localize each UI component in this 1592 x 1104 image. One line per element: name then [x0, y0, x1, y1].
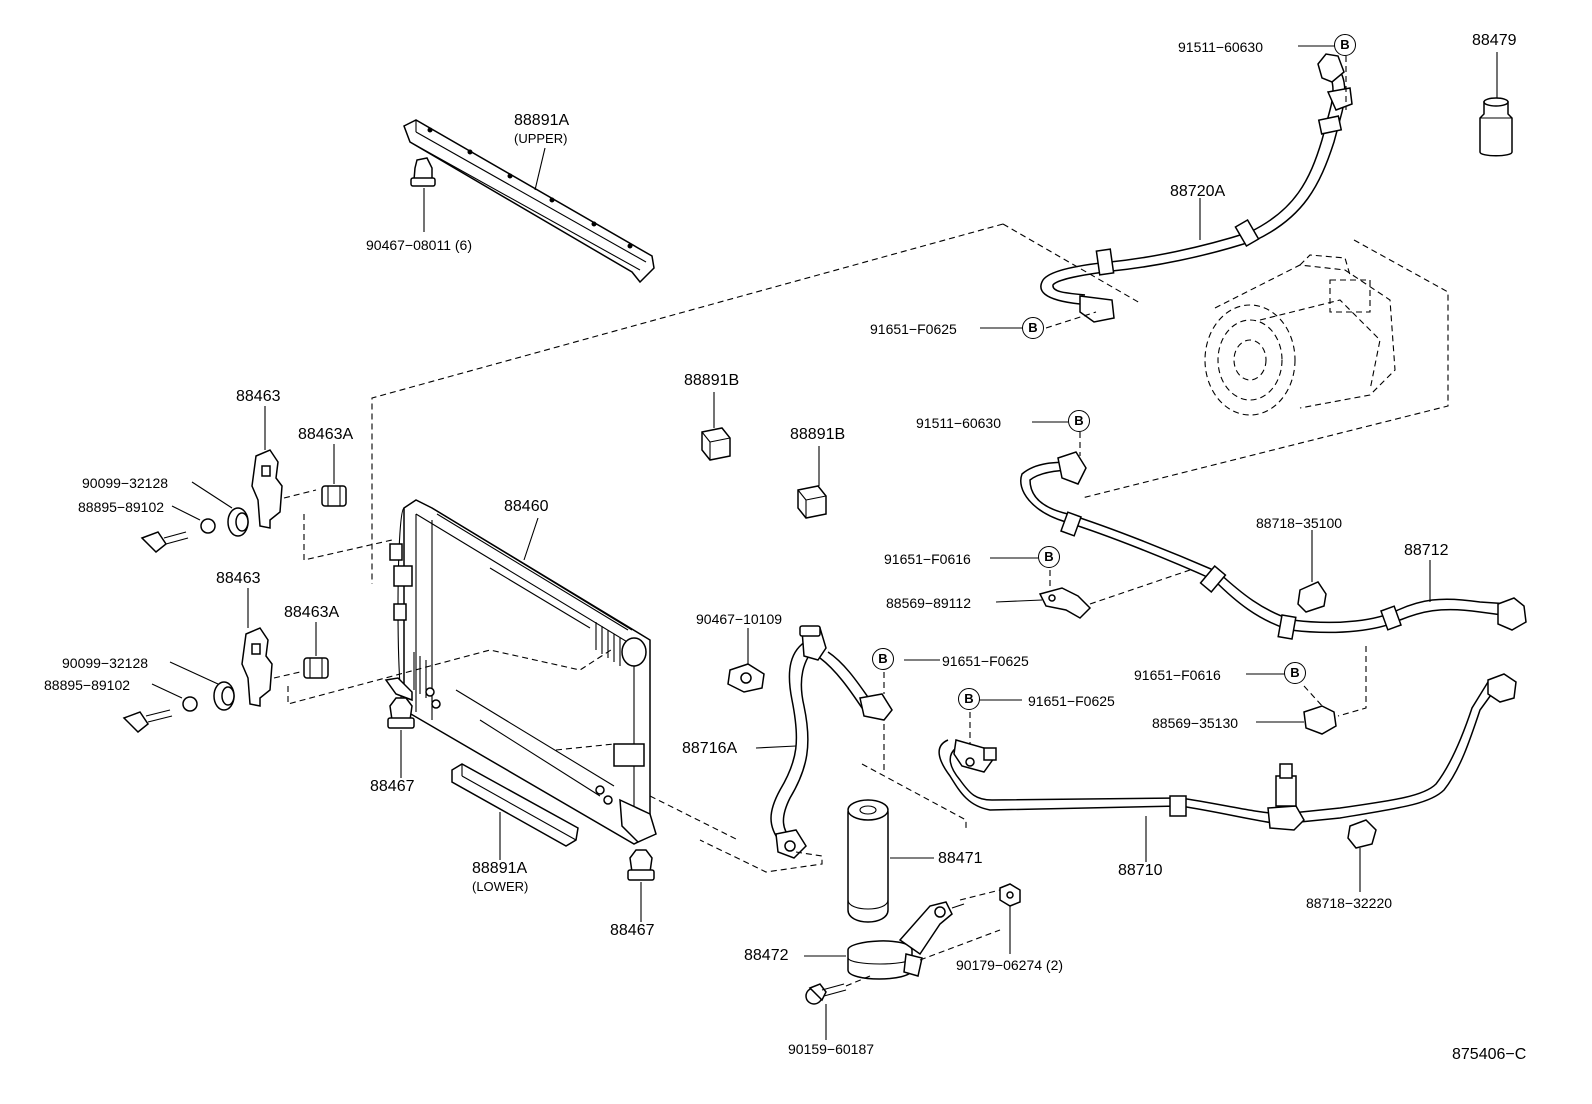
- bolt-88895-lower: [122, 696, 198, 734]
- label-88467-right: 88467: [610, 922, 655, 939]
- dashed-hose-top: [1002, 223, 1141, 304]
- bracket-88569-35130: [1303, 705, 1337, 735]
- callout-b-7: B: [958, 688, 980, 710]
- hose-88712: [1020, 451, 1527, 640]
- label-91511-60630-top: 91511−60630: [1178, 39, 1263, 55]
- clip-88718-32220: [1347, 819, 1377, 849]
- leader-88891a-upper: [534, 147, 546, 191]
- clip-90467-08011: [410, 157, 436, 187]
- bracket-88472: [847, 901, 965, 980]
- label-88718-32220: 88718−32220: [1306, 895, 1393, 911]
- hose-88720a: [1040, 53, 1353, 323]
- leader-88460: [523, 517, 539, 561]
- bracket-88569-89112: [1038, 587, 1092, 619]
- receiver-dryer-88471: [847, 799, 889, 923]
- leader-88569-89112: [995, 599, 1043, 603]
- label-88891a-upper: 88891A: [514, 112, 570, 129]
- compressor: [1204, 254, 1396, 416]
- condenser-88460: [384, 499, 657, 845]
- label-88463-lower: 88463: [216, 570, 261, 587]
- oil-bottle-88479: [1479, 97, 1513, 157]
- label-88891a-lower: 88891A: [472, 860, 528, 877]
- label-90467-08011: 90467−08011 (6): [366, 237, 472, 253]
- label-90099-32128-lower: 90099−32128: [62, 655, 149, 671]
- label-88720a: 88720A: [1170, 183, 1226, 200]
- label-88895-89102-lower: 88895−89102: [44, 677, 131, 693]
- dashed-condenser-top: [371, 223, 1004, 584]
- label-88895-89102-upper: 88895−89102: [78, 499, 165, 515]
- leader-88895-b: [151, 683, 183, 699]
- dashed-compressor-boundary: [1081, 239, 1449, 499]
- grommet-90099-upper: [227, 507, 249, 537]
- label-88479: 88479: [1472, 32, 1517, 49]
- bracket-88463-lower: [241, 627, 273, 707]
- callout-b-5: B: [872, 648, 894, 670]
- label-88712: 88712: [1404, 542, 1449, 559]
- label-88463a-lower: 88463A: [284, 604, 340, 621]
- label-91651-f0616-b: 91651−F0616: [1134, 667, 1221, 683]
- label-88891b-2: 88891B: [790, 426, 846, 443]
- pipe-88710: [938, 673, 1517, 831]
- callout-b-3: B: [1068, 410, 1090, 432]
- callout-b-1: B: [1334, 34, 1356, 56]
- clip-88463a-lower: [303, 657, 329, 679]
- label-88467-left: 88467: [370, 778, 415, 795]
- label-88471: 88471: [938, 850, 983, 867]
- label-upper: (UPPER): [514, 131, 568, 146]
- label-90099-32128-upper: 90099−32128: [82, 475, 169, 491]
- leader-88716a: [755, 745, 797, 749]
- hose-88716a: [770, 625, 893, 859]
- label-88460: 88460: [504, 498, 549, 515]
- figure-number: 875406−C: [1452, 1046, 1527, 1063]
- label-90159-60187: 90159−60187: [788, 1041, 875, 1057]
- label-88472: 88472: [744, 947, 789, 964]
- leader-90099-a: [191, 481, 233, 509]
- label-88569-89112: 88569−89112: [886, 595, 971, 611]
- label-91651-f0625-top: 91651−F0625: [870, 321, 957, 337]
- label-88569-35130: 88569−35130: [1152, 715, 1239, 731]
- leader-88895-a: [171, 505, 201, 521]
- label-88891b-1: 88891B: [684, 372, 740, 389]
- callout-b-2: B: [1022, 317, 1044, 339]
- bracket-88463-upper: [251, 449, 283, 529]
- label-91511-60630-mid: 91511−60630: [916, 415, 1001, 431]
- leader-90099-b: [169, 661, 219, 685]
- label-88718-35100: 88718−35100: [1256, 515, 1343, 531]
- clip-90467-10109: [727, 663, 765, 693]
- block-88891b-1: [701, 427, 731, 461]
- grommet-90099-lower: [213, 681, 235, 711]
- bolt-90159-60187: [805, 983, 847, 1005]
- label-91651-f0625-b: 91651−F0625: [942, 653, 1029, 669]
- label-88710: 88710: [1118, 862, 1163, 879]
- label-88463a-upper: 88463A: [298, 426, 354, 443]
- bolt-88895-upper: [140, 518, 216, 554]
- clip-88467-right: [627, 849, 655, 881]
- label-91651-f0616-a: 91651−F0616: [884, 551, 971, 567]
- label-88716a: 88716A: [682, 740, 738, 757]
- lower-support-bar: [451, 763, 579, 847]
- label-91651-f0625-c: 91651−F0625: [1028, 693, 1115, 709]
- upper-support-bar: [403, 119, 655, 284]
- block-88891b-2: [797, 485, 827, 519]
- label-lower: (LOWER): [472, 879, 529, 894]
- clip-88463a-upper: [321, 485, 347, 507]
- clip-88467-left: [387, 697, 415, 729]
- callout-b-6: B: [1284, 662, 1306, 684]
- label-90467-10109: 90467−10109: [696, 611, 783, 627]
- callout-b-4: B: [1038, 546, 1060, 568]
- label-90179-06274: 90179−06274 (2): [956, 957, 1064, 973]
- label-88463-upper: 88463: [236, 388, 281, 405]
- nut-90179-06274: [999, 883, 1021, 907]
